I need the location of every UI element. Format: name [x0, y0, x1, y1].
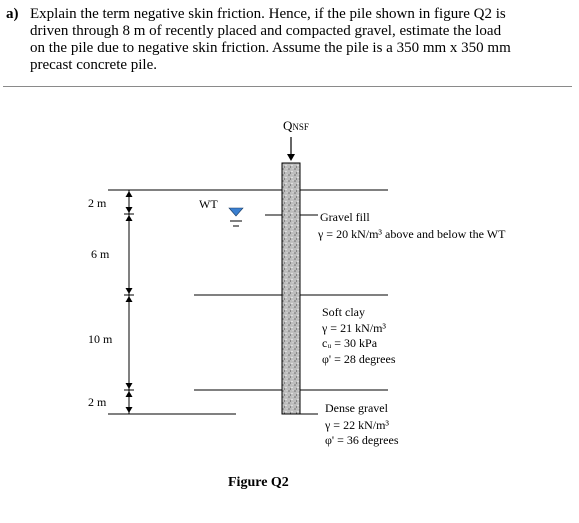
layer-1-name: Gravel fill	[320, 210, 370, 224]
question-line-2: driven through 8 m of recently placed an…	[30, 23, 502, 39]
layer-2-name: Soft clay	[322, 305, 365, 319]
layer-2-unit-weight: γ = 21 kN/m³	[321, 321, 386, 335]
dimension-label-1: 2 m	[88, 196, 107, 210]
header-divider	[3, 86, 572, 87]
pile	[281, 162, 301, 415]
load-label: QNSF	[283, 118, 309, 133]
layer-3-name: Dense gravel	[325, 401, 389, 415]
layer-3-unit-weight: γ = 22 kN/m³	[324, 418, 389, 432]
layer-2-friction-angle: φ' = 28 degrees	[322, 352, 396, 366]
load-arrow-head	[287, 154, 295, 161]
question-line-1: Explain the term negative skin friction.…	[30, 6, 506, 22]
water-table-label: WT	[199, 197, 218, 211]
dimension-label-4: 2 m	[88, 395, 107, 409]
layer-3-friction-angle: φ' = 36 degrees	[325, 433, 399, 447]
figure-caption: Figure Q2	[228, 475, 289, 490]
dimension-label-3: 10 m	[88, 332, 113, 346]
layer-1-unit-weight: γ = 20 kN/m³ above and below the WT	[317, 227, 506, 241]
question-line-4: precast concrete pile.	[30, 57, 158, 73]
dimension-arrowheads	[125, 191, 133, 413]
layer-2-cohesion: cᵤ = 30 kPa	[322, 336, 378, 350]
question-line-3: on the pile due to negative skin frictio…	[30, 40, 511, 56]
dimension-label-2: 6 m	[91, 247, 110, 261]
question-label: a)	[6, 6, 19, 22]
water-table-icon	[228, 207, 244, 217]
